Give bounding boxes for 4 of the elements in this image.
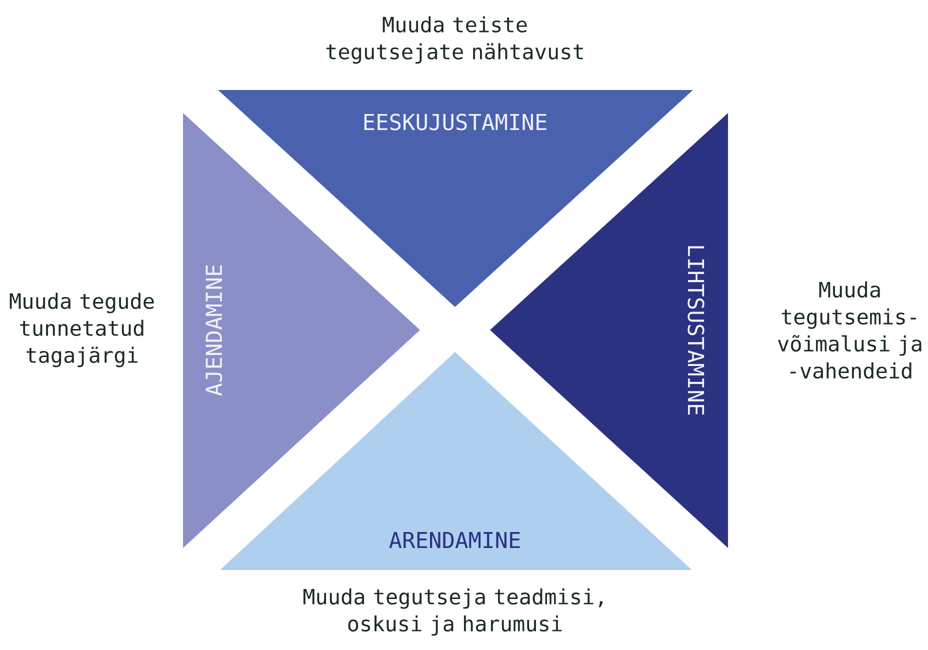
caption-text: Muuda teiste tegutsejate nähtavust — [326, 16, 583, 64]
caption-text: Muuda tegutsemis-võimalusi ja -vahendeid — [778, 281, 922, 379]
caption-text: Muuda tegude tunnetatud tagajärgi — [10, 292, 154, 368]
caption-text: Muuda tegutseja teadmisi, oskusi ja harumusi — [304, 588, 602, 636]
